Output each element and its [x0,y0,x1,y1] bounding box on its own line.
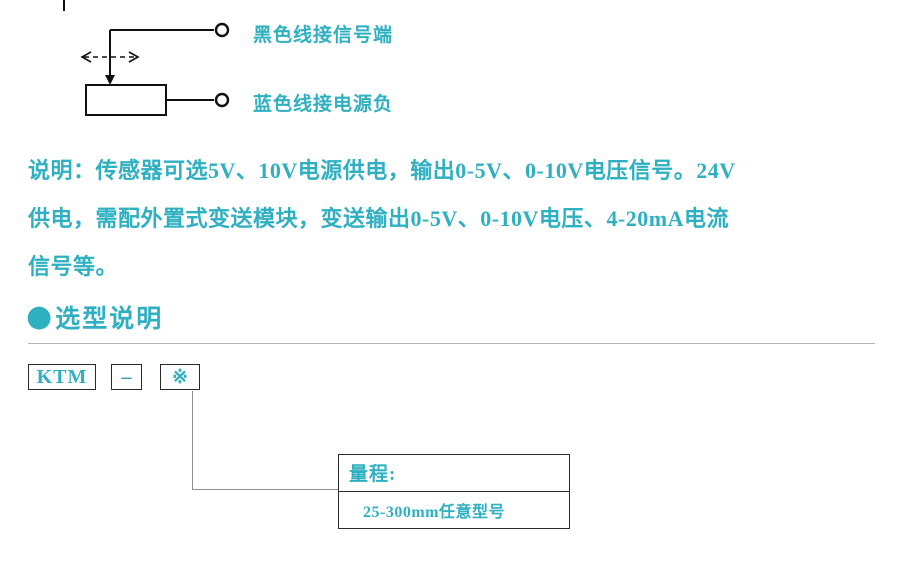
section-header: ● 选型说明 [26,299,163,335]
connector-vertical-line [192,391,193,490]
wiper-arrow-icon [105,30,115,85]
range-box-title: 量程: [339,455,569,492]
terminal-circle-icon [214,92,230,108]
range-box: 量程: 25-300mm任意型号 [338,454,570,529]
model-wildcard-box: ※ [160,364,200,390]
model-separator-box: – [111,364,142,390]
terminal-circle-icon [214,22,230,38]
potentiometer-body [85,84,167,116]
blue-wire-label: 蓝色线接电源负 [253,94,394,115]
model-code-row: KTM – ※ [28,364,200,390]
range-box-value: 25-300mm任意型号 [363,504,505,521]
black-wire-label: 黑色线接信号端 [253,25,394,46]
description-paragraph: 说明：传感器可选5V、10V电源供电，输出0-5V、0-10V电压信号。24V … [28,147,888,291]
model-prefix-box: KTM [28,364,96,390]
wiring-diagram-graphic [63,0,230,116]
section-divider [28,343,875,344]
description-line-3: 信号等。 [28,254,119,279]
connector-horizontal-line [192,489,339,490]
wiring-diagram: 黑色线接信号端 蓝色线接电源负 [0,0,460,135]
travel-range-arrow-icon [80,51,140,63]
bullet-icon: ● [26,299,53,334]
description-line-1: 说明：传感器可选5V、10V电源供电，输出0-5V、0-10V电压信号。24V [28,158,736,183]
description-line-2: 供电，需配外置式变送模块，变送输出0-5V、0-10V电压、4-20mA电流 [28,206,729,231]
section-title: 选型说明 [55,306,164,333]
